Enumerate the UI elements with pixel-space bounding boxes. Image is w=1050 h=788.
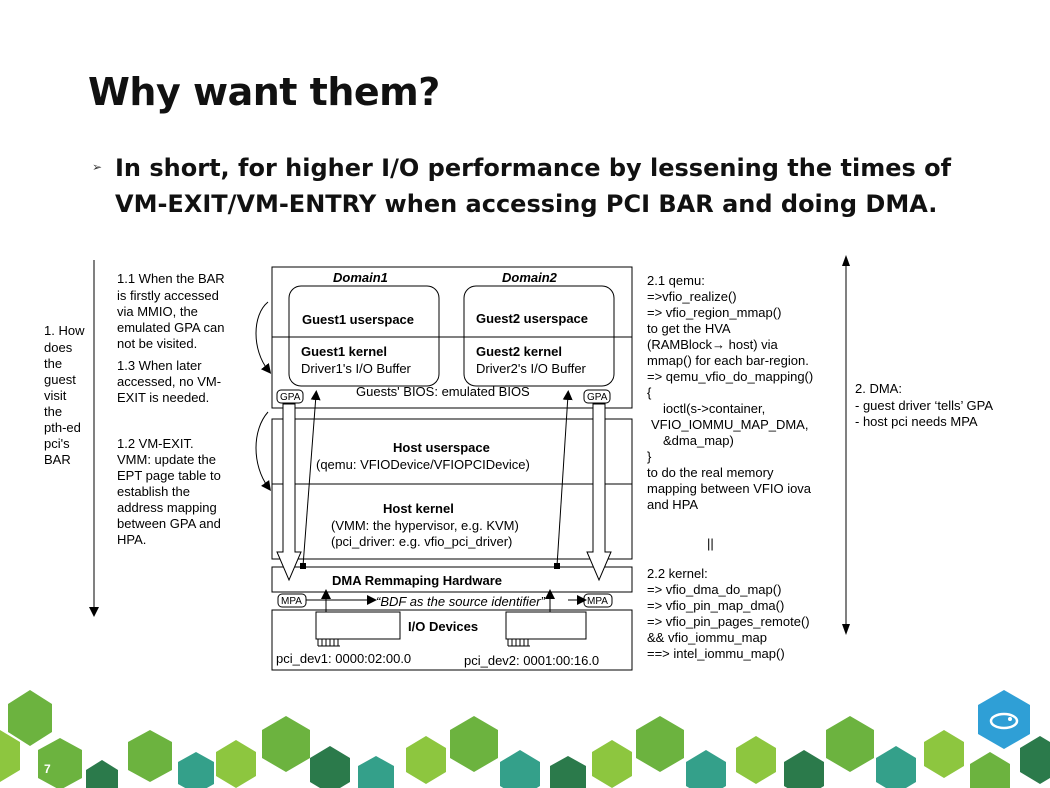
device-card-1 bbox=[315, 611, 401, 640]
mpa-badge-1: MPA bbox=[281, 596, 302, 607]
note-2-2: 2.2 kernel: => vfio_dma_do_map() => vfio… bbox=[647, 566, 813, 661]
right-label: 2. DMA: - guest driver ‘tells’ GPA - hos… bbox=[855, 381, 996, 429]
curved-arrow-upper bbox=[255, 301, 272, 374]
bullet-arrow-icon: ➢ bbox=[92, 160, 103, 174]
driver2-buffer-label: Driver2's I/O Buffer bbox=[476, 361, 587, 376]
note-1-3: 1.3 When later accessed, no VM- EXIT is … bbox=[117, 358, 225, 405]
guest2-kernel-label: Guest2 kernel bbox=[476, 344, 562, 359]
note-1-1: 1.1 When the BAR is firstly accessed via… bbox=[117, 271, 228, 351]
curved-arrow-lower bbox=[255, 411, 271, 492]
guest2-box bbox=[463, 285, 615, 387]
note-2-1: 2.1 qemu: =>vfio_realize() => vfio_regio… bbox=[647, 273, 817, 512]
host-userspace-label: Host userspace bbox=[393, 440, 490, 455]
device-card-2 bbox=[505, 611, 587, 640]
bdf-note: “BDF as the source identifier” bbox=[376, 594, 545, 609]
dma-remapping-box bbox=[271, 566, 633, 593]
parallel-symbol: || bbox=[707, 536, 714, 551]
pci-dev2-label: pci_dev2: 0001:00:16.0 bbox=[464, 653, 599, 668]
note-1-2: 1.2 VM-EXIT. VMM: update the EPT page ta… bbox=[117, 436, 224, 547]
guest-bios-label: Guests' BIOS: emulated BIOS bbox=[356, 384, 530, 399]
guest1-box bbox=[288, 285, 440, 387]
slide-title: Why want them? bbox=[88, 70, 440, 114]
io-devices-label: I/O Devices bbox=[408, 619, 478, 634]
hexagon-pattern bbox=[0, 690, 1050, 788]
io-devices-box bbox=[271, 609, 633, 671]
mpa-badge-2: MPA bbox=[587, 596, 608, 607]
suse-logo-icon bbox=[978, 690, 1030, 749]
domain2-label: Domain2 bbox=[502, 270, 558, 285]
left-label: 1. How does the guest visit the pth-ed p… bbox=[44, 323, 88, 467]
dma-arrow-right bbox=[586, 403, 612, 582]
access-line-1 bbox=[302, 390, 321, 567]
host-kernel-label: Host kernel bbox=[383, 501, 454, 516]
gpa-badge-1: GPA bbox=[280, 392, 301, 403]
pci-dev1-label: pci_dev1: 0000:02:00.0 bbox=[276, 651, 411, 666]
host-kernel-detail-1: (VMM: the hypervisor, e.g. KVM) bbox=[331, 518, 519, 533]
vfio-architecture-diagram: 1. How does the guest visit the pth-ed p… bbox=[44, 255, 996, 671]
hexagon-footer-decoration bbox=[0, 690, 1050, 788]
dma-hw-label: DMA Remmaping Hardware bbox=[332, 573, 502, 588]
guest1-kernel-label: Guest1 kernel bbox=[301, 344, 387, 359]
guest1-userspace-label: Guest1 userspace bbox=[302, 312, 414, 327]
dma-arrow-left bbox=[276, 403, 302, 582]
access-line-2 bbox=[556, 390, 573, 567]
domain1-label: Domain1 bbox=[333, 270, 388, 285]
host-box bbox=[271, 418, 633, 560]
driver1-buffer-label: Driver1's I/O Buffer bbox=[301, 361, 412, 376]
host-userspace-detail: (qemu: VFIODevice/VFIOPCIDevice) bbox=[316, 457, 530, 472]
host-kernel-detail-2: (pci_driver: e.g. vfio_pci_driver) bbox=[331, 534, 512, 549]
bullet-text: In short, for higher I/O performance by … bbox=[115, 154, 952, 218]
guest2-userspace-label: Guest2 userspace bbox=[476, 311, 588, 326]
page-number: 7 bbox=[44, 762, 51, 776]
gpa-badge-2: GPA bbox=[587, 392, 608, 403]
